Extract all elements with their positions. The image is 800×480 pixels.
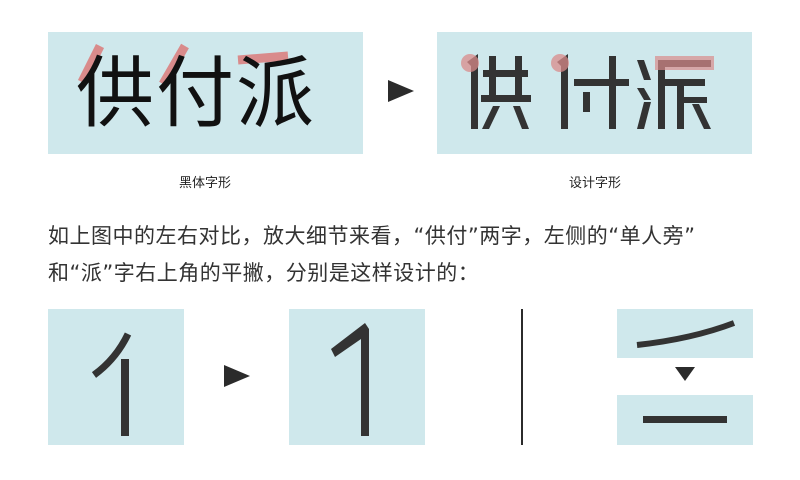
designed-glyphs-illustration (461, 54, 714, 129)
radical-before-panel (48, 309, 184, 445)
right-arrow-icon (224, 365, 250, 387)
heiti-glyphs-illustration (77, 43, 289, 87)
heiti-panel: 供付派 (48, 32, 363, 154)
stroke-after-panel (617, 395, 753, 445)
radical-after-glyph (331, 323, 369, 436)
divider-line (521, 309, 523, 445)
explanation-line-1: 如上图中的左右对比，放大细节来看，“供付”两字，左侧的“单人旁” (48, 224, 696, 248)
radical-before-glyph (91, 332, 132, 436)
stroke-before-panel (617, 309, 753, 358)
radical-after-panel (289, 309, 425, 445)
designed-caption: 设计字形 (568, 176, 621, 191)
right-arrow-icon (388, 80, 414, 102)
curved-stroke-glyph (636, 320, 736, 348)
designed-panel (437, 32, 752, 154)
flat-stroke-glyph (643, 416, 727, 423)
heiti-glyphs: 供付派 (76, 49, 317, 139)
explanation-line-2: 和“派”字右上角的平撇，分别是这样设计的： (48, 261, 480, 285)
heiti-caption: 黑体字形 (178, 176, 231, 191)
down-arrow-icon (675, 367, 695, 381)
